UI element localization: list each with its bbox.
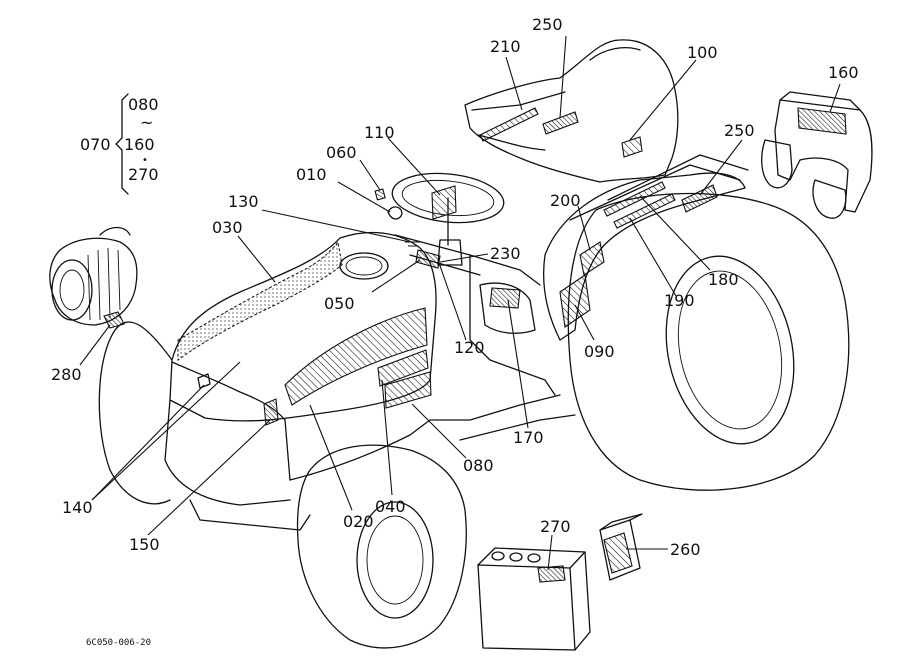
- decals: [103, 107, 847, 583]
- callout-020: 020: [343, 512, 374, 531]
- decal-020: [284, 307, 428, 406]
- decal-180: [603, 181, 666, 217]
- callout-180: 180: [708, 270, 739, 289]
- air-cleaner-part: [49, 226, 138, 326]
- decal-260: [603, 532, 633, 574]
- decal-250-top: [542, 111, 579, 135]
- callout-280: 280: [51, 365, 82, 384]
- decal-040: [384, 371, 432, 409]
- decal-270: [537, 565, 566, 583]
- decal-210: [479, 107, 539, 142]
- callout-250-right: 250: [724, 121, 755, 140]
- callout-050: 050: [324, 294, 355, 313]
- callout-250-top: 250: [532, 15, 563, 34]
- callout-270: 270: [540, 517, 571, 536]
- callout-100: 100: [687, 43, 718, 62]
- decal-190: [613, 193, 676, 229]
- callout-170: 170: [513, 428, 544, 447]
- callout-200: 200: [550, 191, 581, 210]
- callout-090: 090: [584, 342, 615, 361]
- callout-230: 230: [490, 244, 521, 263]
- tractor-drawing: [98, 39, 850, 649]
- seat-body: [464, 39, 679, 183]
- bracket-main-label: 070: [80, 135, 111, 154]
- callout-150: 150: [129, 535, 160, 554]
- decal-030: [177, 240, 343, 361]
- callout-130: 130: [228, 192, 259, 211]
- callout-030: 030: [212, 218, 243, 237]
- rear-wheel: [567, 192, 850, 491]
- bracket-top-label: 080: [128, 95, 159, 114]
- callout-080: 080: [463, 456, 494, 475]
- rear-fender: [543, 154, 749, 341]
- callout-210: 210: [490, 37, 521, 56]
- decal-170: [489, 287, 521, 309]
- callout-160: 160: [828, 63, 859, 82]
- front-wheel-left: [98, 321, 173, 505]
- steering-wheel: [391, 172, 505, 266]
- decal-200: [579, 241, 605, 276]
- part-260: [599, 513, 643, 581]
- callout-120: 120: [454, 338, 485, 357]
- decal-250-right: [681, 184, 718, 213]
- bracket-tilde: ~: [140, 113, 153, 132]
- callout-010: 010: [296, 165, 327, 184]
- decal-010: [387, 206, 403, 220]
- frame: [189, 394, 576, 531]
- callout-labels: 250 210 100 160 250 110 060 010 130 030 …: [51, 15, 859, 559]
- bracket-dot: •: [142, 155, 148, 166]
- leader-lines: [79, 35, 841, 571]
- rear-hitch-part: [761, 91, 873, 219]
- battery-part: [477, 547, 591, 651]
- callout-190: 190: [664, 291, 695, 310]
- bracket-group-070: 070 080 ~ 160 • 270: [80, 93, 159, 195]
- decal-060: [374, 188, 386, 201]
- bracket-middle-label: 160: [124, 135, 155, 154]
- decal-090: [559, 274, 591, 328]
- decal-080: [377, 349, 429, 387]
- callout-140: 140: [62, 498, 93, 517]
- callout-060: 060: [326, 143, 357, 162]
- decal-140: [197, 373, 211, 389]
- callout-040: 040: [375, 497, 406, 516]
- callout-110: 110: [364, 123, 395, 142]
- bracket-bottom-label: 270: [128, 165, 159, 184]
- decal-150: [263, 398, 279, 426]
- decal-110: [431, 185, 457, 220]
- callout-260: 260: [670, 540, 701, 559]
- front-wheel-right: [296, 444, 467, 649]
- figure-code: 6C050-006-20: [86, 638, 151, 648]
- decal-160: [797, 107, 847, 135]
- decal-100: [621, 136, 643, 158]
- decal-230: [415, 249, 441, 269]
- decal-280: [103, 311, 125, 329]
